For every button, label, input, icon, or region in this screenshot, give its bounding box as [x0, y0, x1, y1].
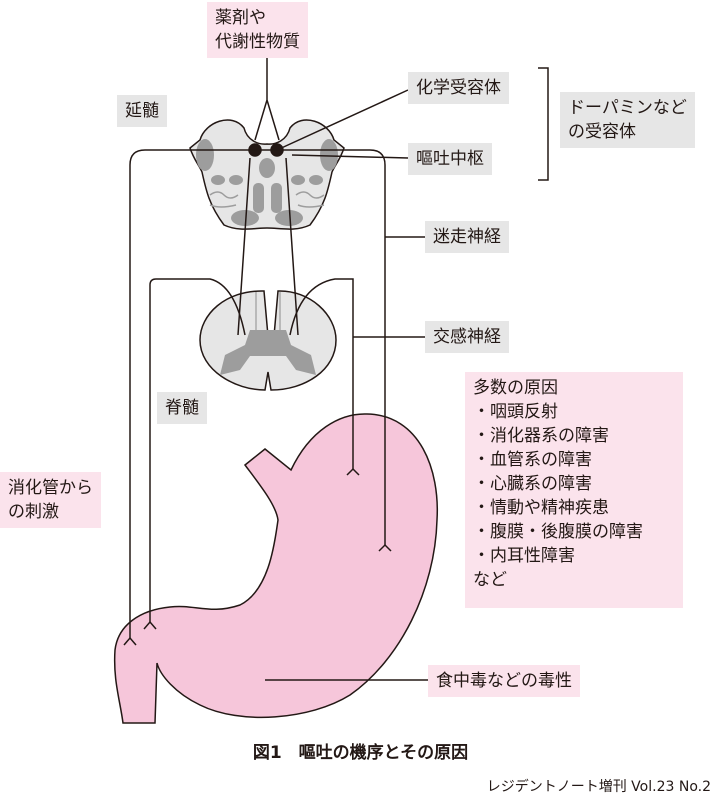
- label-line: 消化管から: [8, 478, 93, 498]
- causes-box: 多数の原因 ・咽頭反射 ・消化器系の障害 ・血管系の障害 ・心臓系の障害 ・情動…: [465, 372, 683, 608]
- figure-caption: 図1 嘔吐の機序とその原因: [252, 743, 469, 763]
- label-sympathetic-nerve: 交感神経: [425, 321, 509, 353]
- causes-title: 多数の原因: [473, 378, 558, 398]
- cause-item: ・消化器系の障害: [473, 426, 609, 446]
- spinal-cord-section: [199, 290, 337, 391]
- label-gi-stimulus: 消化管からの刺激: [0, 472, 101, 528]
- cause-item: ・血管系の障害: [473, 450, 592, 470]
- cause-item: ・心臓系の障害: [473, 474, 592, 494]
- label-receptors: ドーパミンなどの受容体: [560, 92, 695, 148]
- label-line: ドーパミンなど: [568, 98, 687, 118]
- label-spinal-cord: 脊髄: [157, 392, 207, 424]
- label-ctz: 化学受容体: [408, 72, 509, 104]
- label-vomiting-center: 嘔吐中枢: [408, 143, 492, 175]
- label-line: の刺激: [8, 502, 59, 522]
- causes-footer: など: [473, 570, 507, 590]
- label-drugs-metabolites: 薬剤や代謝性物質: [207, 2, 308, 58]
- cause-item: ・内耳性障害: [473, 546, 575, 566]
- label-line: 代謝性物質: [215, 32, 300, 52]
- source-credit: レジデントノート増刊 Vol.23 No.2: [486, 779, 711, 795]
- cause-item: ・咽頭反射: [473, 402, 558, 422]
- label-line: の受容体: [568, 122, 636, 142]
- label-food-poisoning: 食中毒などの毒性: [428, 665, 580, 697]
- label-vagus-nerve: 迷走神経: [425, 221, 509, 253]
- label-medulla: 延髄: [117, 95, 167, 127]
- cause-item: ・情動や精神疾患: [473, 498, 609, 518]
- cause-item: ・腹膜・後腹膜の障害: [473, 522, 643, 542]
- medulla-section: [189, 119, 345, 230]
- label-line: 薬剤や: [215, 8, 266, 28]
- stomach: [113, 413, 439, 724]
